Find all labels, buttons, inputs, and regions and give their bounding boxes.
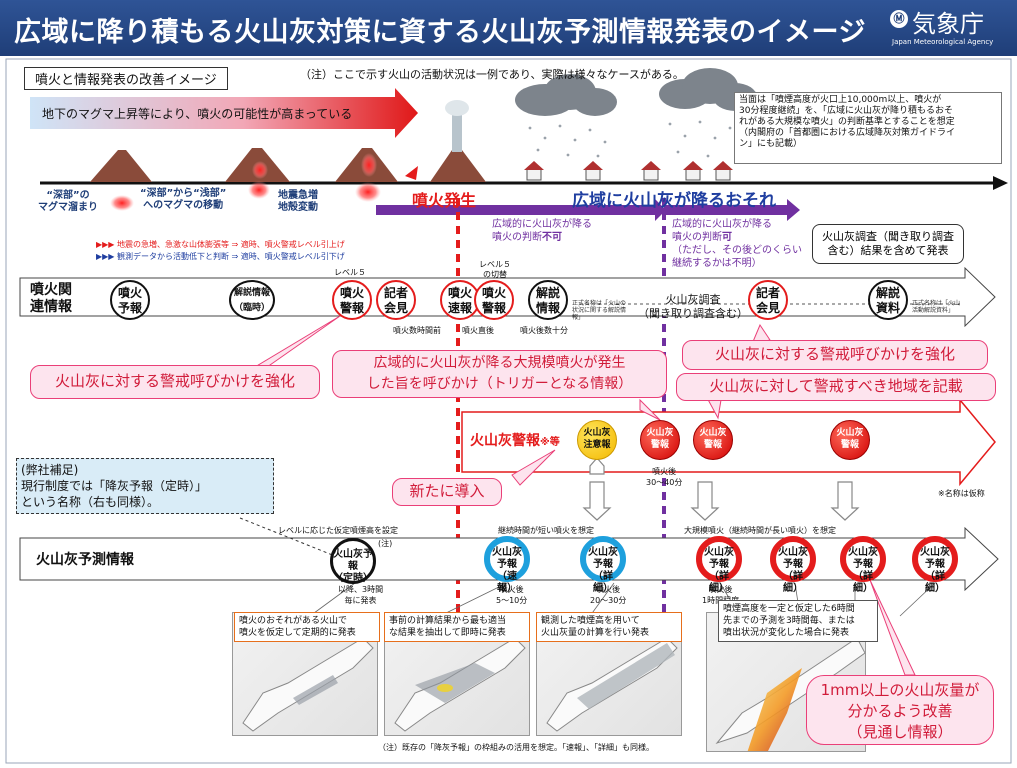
ash-warning-ball-2: 火山灰警報 [693, 420, 733, 460]
volcano-1 [90, 150, 152, 182]
tentative-name-note: ※名称は仮称 [938, 489, 985, 498]
forecast-node-detail-5: 火山灰予報（詳細） [912, 536, 958, 594]
map-note-quick: 事前の計算結果から最も適当 な結果を抽出して即時に発表 [384, 612, 530, 642]
stage-move: “深部”から“浅部” へのマグマの移動 [140, 188, 227, 211]
assume-large: 大規模噴火（継続時間が長い噴火）を想定 [684, 526, 836, 535]
criteria-line-5: ン」にも記載） [739, 139, 803, 149]
stage-deep: “深部”の マグマ溜まり [38, 190, 98, 213]
node-press-conference-2: 記者会見 [748, 280, 788, 320]
volcano-4 [430, 150, 486, 182]
ash-advisory-ball: 火山灰注意報 [577, 420, 617, 460]
houses [524, 161, 733, 181]
callout-strengthen-right: 火山灰に対する警戒呼びかけを強化 [682, 340, 988, 370]
level5-switch: レベル５ の切替 [479, 260, 511, 279]
forecast-timing-3: 噴火後 20～30分 [590, 585, 627, 605]
forecast-timing-1: 以降、3時間 毎に発表 [338, 585, 384, 605]
content-frame [5, 58, 1012, 764]
survey-label: 火山灰調査 （聞き取り調査含む） [638, 293, 748, 320]
judge-no: 広域的に火山灰が降る 噴火の判断不可 [492, 219, 592, 243]
small-note-2: 正式名称は「火山活動解説資料」 [912, 300, 961, 314]
criteria-line-1: 当面は「噴煙高度が火口上10,000m以上、噴火が [739, 95, 942, 105]
node-eruption-forecast: 噴火予報 [110, 280, 150, 320]
judge-yes: 広域的に火山灰が降る 噴火の判断可 （ただし、その後どのくらい 継続するかは不明… [672, 219, 802, 269]
forecast-node-quick: 火山灰予報（速報） [484, 536, 530, 594]
purple-arrow-2 [664, 199, 800, 221]
before-eruption: 噴火数時間前 [393, 326, 441, 335]
purple-arrow-1 [376, 199, 666, 221]
small-note-1: 正式名称は「火山の状況に関する解説情報」 [572, 300, 627, 321]
ashfall-risk-label: 広域に火山灰が降るおそれ [572, 191, 776, 211]
eruption-column [452, 110, 462, 152]
level5-label: レベル５ [334, 268, 366, 277]
ash-warning-ball-3: 火山灰警報 [830, 420, 870, 460]
map-note-detail: 観測した噴煙高を用いて 火山灰量の計算を行い発表 [536, 612, 682, 642]
node-eruption-bulletin: 噴火速報 [440, 280, 480, 320]
legend-lower: ▶▶▶ 観測データから活動低下と判断 ⇒ 適時、噴火警戒レベル引下げ [96, 252, 345, 261]
survey-box: 火山灰調査（聞き取り調査 含む）結果を含めて発表 [812, 224, 964, 264]
forecast-timing-2: 噴火後 5～10分 [496, 585, 528, 605]
forecast-label: 火山灰予測情報 [36, 552, 134, 568]
ash-clouds [515, 68, 757, 116]
forecast-node-detail-4: 火山灰予報（詳細） [840, 536, 886, 594]
ash-warning-label: 火山灰警報※等 [470, 433, 560, 449]
assume-level: レベルに応じた仮定噴煙高を設定 [278, 526, 398, 535]
agency-name: 気象庁 [912, 10, 984, 38]
agency-name-en: Japan Meteorological Agency [892, 38, 994, 46]
forecast-node-regular: 火山灰予報（定時） [330, 538, 376, 584]
forecast-note-mark: (注) [378, 539, 393, 548]
ash-warning-ball-1: 火山灰警報 [640, 420, 680, 460]
node-eruption-warning: 噴火警報 [332, 280, 372, 320]
improvement-tag: 噴火と情報発表の改善イメージ [24, 67, 228, 90]
assume-short: 継続時間が短い噴火を想定 [498, 526, 594, 535]
node-explanation-material: 解説資料 [868, 280, 908, 320]
footnote: （注）既存の「降灰予報」の枠組みの活用を想定。「速報」、「詳細」も同様。 [378, 743, 654, 752]
top-note: （注）ここで示す火山の活動状況は一例であり、実際は様々なケースがある。 [300, 68, 684, 81]
forecast-node-detail-2: 火山灰予報（詳細） [696, 536, 742, 594]
stage-quake: 地震急増 地殻変動 [278, 190, 318, 213]
criteria-line-2: 30分程度継続」を、「広域に火山灰が降り積もるおそ [739, 106, 953, 116]
volcano-info-label: 噴火関 連情報 [30, 282, 72, 315]
callout-trigger: 広域的に火山灰が降る大規模噴火が発生 した旨を呼びかけ（トリガーとなる情報） [332, 350, 667, 398]
node-explanation: 解説情報 [528, 280, 568, 320]
eruption-label: 噴火発生 [412, 191, 477, 210]
forecast-node-detail-3: 火山灰予報（詳細） [770, 536, 816, 594]
magma-rise-arrow [30, 88, 418, 138]
ash-warning-timing: 噴火後 30～40分 [646, 467, 683, 487]
page-title: 広域に降り積もる火山灰対策に資する火山灰予測情報発表のイメージ [14, 17, 866, 48]
callout-strengthen-left: 火山灰に対する警戒呼びかけを強化 [30, 365, 320, 399]
magma-rise-text: 地下のマグマ上昇等により、噴火の可能性が高まっている [42, 107, 353, 121]
node-press-conference-1: 記者会見 [376, 280, 416, 320]
forecast-node-detail-1: 火山灰予報（詳細） [580, 536, 626, 594]
callout-area: 火山灰に対して警戒すべき地域を記載 [676, 373, 996, 401]
criteria-line-4: （内閣府の「首都圏における広域降灰対策ガイドライ [739, 128, 956, 138]
node-explanation-temporary: 解説情報（臨時） [229, 280, 275, 320]
legend-raise: ▶▶▶ 地震の急増、急激な山体膨張等 ⇒ 適時、噴火警戒レベル引上げ [96, 240, 345, 249]
map-note-large: 噴煙高度を一定と仮定した6時間 先までの予測を3時間毎、または 噴出状況が変化し… [718, 600, 878, 642]
supplement-note: (弊社補足) 現行制度では「降灰予報（定時）」 という名称（右も同様）。 [16, 458, 274, 514]
map-note-regular: 噴火のおそれがある火山で 噴火を仮定して定期的に発表 [234, 612, 380, 642]
header-bar [0, 0, 1017, 56]
right-after-eruption: 噴火直後 [462, 326, 494, 335]
callout-improve: 1mm以上の火山灰量が 分かるよう改善 （見通し情報） [806, 675, 994, 745]
criteria-line-3: れがある大規模な噴火」の判断基準とすることを想定 [739, 117, 955, 127]
after-minutes: 噴火後数十分 [520, 326, 568, 335]
jma-logo-icon: Ⓜ [890, 10, 908, 28]
criteria-box: 当面は「噴煙高度が火口上10,000m以上、噴火が 30分程度継続」を、「広域に… [734, 92, 1002, 164]
node-eruption-warning-2: 噴火警報 [474, 280, 514, 320]
callout-new: 新たに導入 [392, 478, 502, 506]
